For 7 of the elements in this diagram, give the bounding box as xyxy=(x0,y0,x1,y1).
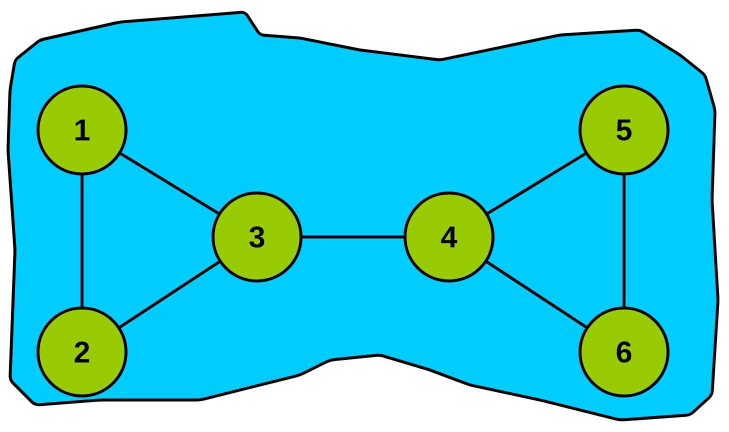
connector-line xyxy=(487,152,586,215)
connector-line xyxy=(486,260,587,328)
connector-line xyxy=(120,152,219,215)
connector-line xyxy=(80,176,84,306)
connector-line xyxy=(622,176,626,306)
connector-line xyxy=(302,236,404,238)
connector-line xyxy=(119,260,220,328)
